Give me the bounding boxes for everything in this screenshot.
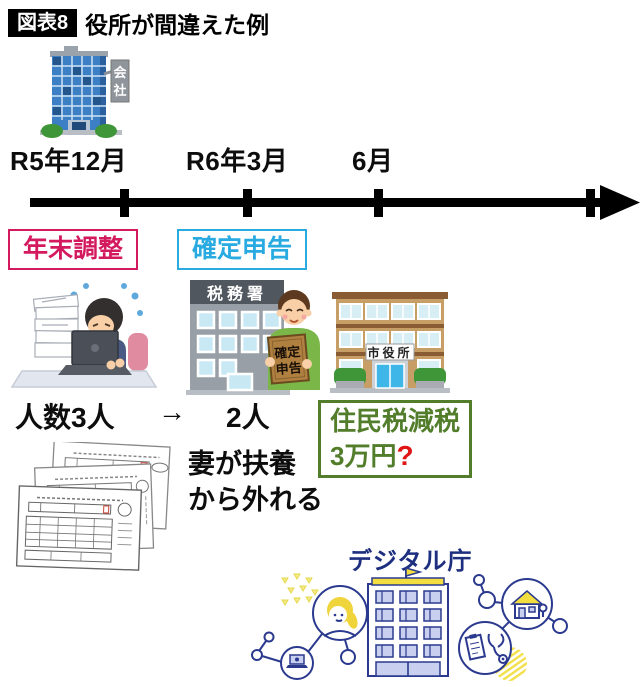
- envelope-line-2: 申告: [275, 360, 302, 377]
- timeline-tick: [243, 189, 252, 217]
- tax-office-illustration: 税務署 確定 申告: [186, 280, 320, 395]
- citizen-avatar: [312, 585, 368, 641]
- man-hand: [265, 357, 275, 367]
- label-nenmatsu-chosei: 年末調整: [8, 229, 139, 270]
- timeline-label-r6-3: R6年3月: [186, 146, 289, 176]
- kakutei-envelope: 確定 申告: [266, 333, 310, 385]
- house-node-icon: [501, 578, 553, 630]
- worker-hand: [106, 360, 116, 370]
- man-face: [281, 299, 307, 325]
- network-node: [478, 591, 496, 609]
- company-building-illustration: 会 社: [40, 46, 130, 138]
- timeline-label-r5-12: R5年12月: [10, 146, 128, 176]
- laptop-node-icon: [280, 646, 314, 680]
- city-hall-sign: 市役所: [365, 343, 415, 361]
- timeline-arrowhead-icon: [600, 185, 640, 220]
- tax-cut-line-1: 住民税減税: [330, 406, 461, 436]
- bush-icon: [41, 124, 63, 138]
- network-node: [263, 631, 275, 643]
- timeline-label-6: 6月: [352, 146, 394, 176]
- tax-cut-amount: 3万円: [330, 440, 397, 471]
- resident-tax-cut-box: 住民税減税 3万円?: [318, 400, 473, 478]
- network-node: [251, 649, 263, 661]
- tax-office-sign: 税務署: [207, 284, 267, 303]
- stressed-worker-illustration: [10, 283, 158, 388]
- city-hall-sign-text: 市役所: [367, 345, 412, 360]
- document-page: [15, 485, 143, 571]
- timeline-axis: [30, 185, 640, 220]
- envelope-line-1: 確定: [274, 344, 301, 361]
- paper-stack: [32, 294, 80, 358]
- question-mark: ?: [396, 439, 414, 471]
- company-sign-char-2: 社: [112, 83, 126, 98]
- wife-note-line-2: から外れる: [188, 485, 323, 516]
- bush-icon: [334, 368, 366, 385]
- timeline-tick: [120, 189, 129, 217]
- man-with-envelope: 確定 申告: [265, 290, 320, 390]
- figure-badge: 図表8: [8, 9, 78, 37]
- digital-agency-building: [367, 567, 449, 677]
- bush-icon: [414, 368, 446, 385]
- city-hall-illustration: 市役所: [330, 292, 450, 393]
- man-hand: [302, 359, 312, 369]
- digital-agency-illustration: [251, 567, 568, 681]
- chair: [128, 333, 148, 371]
- people-count-before: 人数3人: [15, 402, 115, 433]
- sweat-drops-icon: [67, 283, 143, 316]
- worker-hand: [115, 358, 125, 368]
- arrow-glyph: →: [158, 396, 186, 427]
- company-sign-char-1: 会: [113, 65, 127, 80]
- label-kakutei-shinkoku: 確定申告: [177, 229, 308, 270]
- network-node: [340, 649, 356, 665]
- people-count-after: 2人: [226, 402, 270, 433]
- figure-header: 図表8 役所が間違えた例: [8, 6, 269, 40]
- tax-documents-illustration: [15, 442, 171, 571]
- wife-dependent-note: 妻が扶養 から外れる: [188, 446, 323, 519]
- timeline-tick: [374, 189, 383, 217]
- flag-icon: [405, 567, 423, 577]
- company-sign: 会 社: [110, 59, 130, 103]
- network-node: [552, 618, 568, 634]
- figure-title: 役所が間違えた例: [85, 12, 270, 38]
- bush-icon: [95, 124, 117, 138]
- confetti-icon: [281, 573, 319, 606]
- medical-node-icon: [458, 621, 512, 675]
- timeline-tick: [586, 189, 595, 217]
- network-node: [473, 574, 485, 586]
- wife-note-line-1: 妻が扶養: [188, 449, 296, 479]
